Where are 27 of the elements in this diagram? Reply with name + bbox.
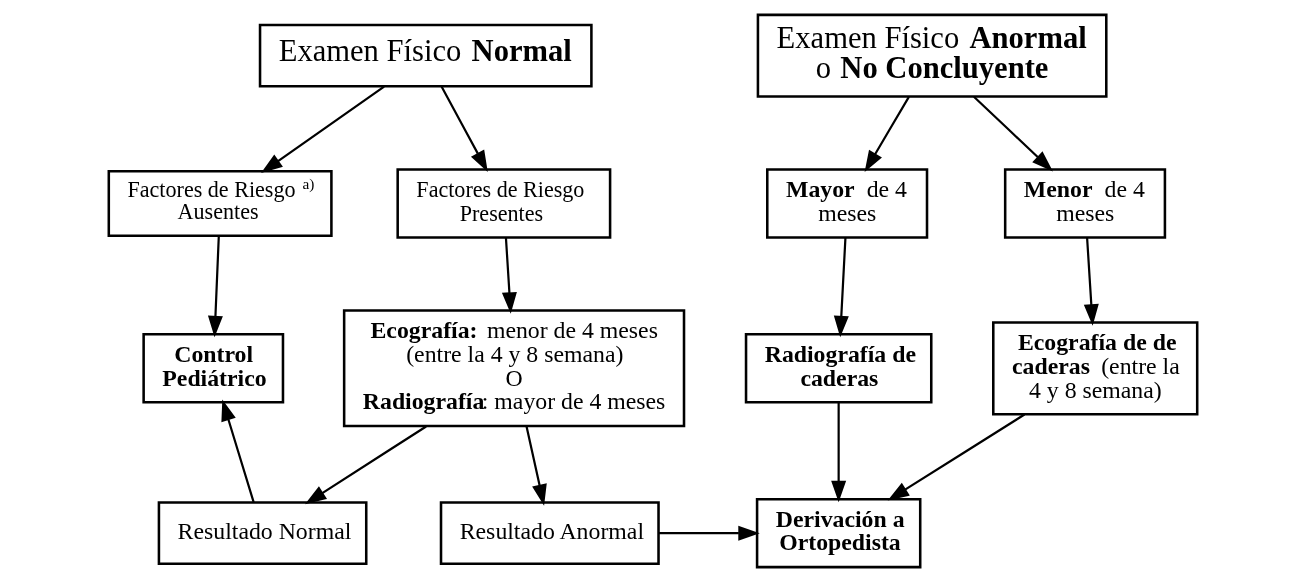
arrow [658, 525, 760, 541]
node-box: Menor de 4 meses [1003, 168, 1166, 239]
node-box: Factores de Riesgo$^{a)}$ Ausentes [107, 169, 333, 238]
arrow [830, 402, 846, 503]
arrow [1083, 237, 1099, 326]
node-box: Radiografía de caderas [744, 333, 933, 404]
node-box: Ecografía de de caderas (entre la 4 y 8 semana) [991, 321, 1198, 416]
arrow [220, 399, 255, 503]
arrow [260, 85, 385, 174]
arrow [501, 237, 517, 314]
node-box: Resultado Anormal [439, 501, 660, 565]
arrow [524, 426, 547, 506]
node-box: Derivación a Ortopedista [755, 497, 921, 569]
arrow [207, 236, 223, 338]
node-box: Mayor de 4 meses [765, 168, 928, 239]
node-box: Examen Físico Normal [258, 23, 593, 88]
node-box: Control Pediátrico [141, 333, 284, 404]
arrow [864, 96, 910, 173]
arrow [887, 413, 1025, 501]
arrow [972, 96, 1053, 172]
node-box: Ecografía: menor de 4 meses (entre la 4 y 8 semana) O Radiografía: mayor de 4 meses [342, 309, 685, 428]
node-box: Resultado Normal [157, 501, 367, 565]
arrow [304, 425, 427, 505]
node-box: Examen Físico Anormal o No Concluyente [756, 13, 1108, 98]
arrow [440, 86, 488, 172]
arrow [833, 237, 849, 338]
node-box: Factores de Riesgo Presentes [395, 168, 611, 239]
